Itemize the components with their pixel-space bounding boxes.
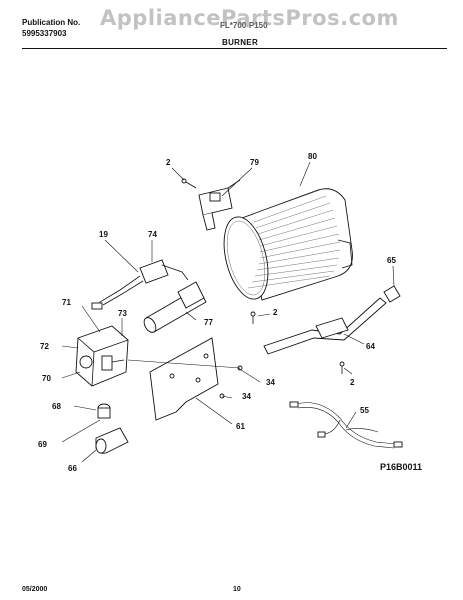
burner-bracket-drawing [149, 337, 219, 421]
callout-2: 2 [166, 158, 171, 167]
wire-harness-drawing [289, 401, 403, 449]
callout-64: 64 [366, 342, 375, 351]
igniter-drawing [91, 259, 189, 310]
publication-label: Publication No. [22, 18, 81, 27]
callout-19: 19 [99, 230, 108, 239]
footer-date: 05/2000 [22, 586, 48, 593]
callout-70: 70 [42, 374, 51, 383]
callout-71: 71 [62, 298, 71, 307]
callout-79: 79 [250, 158, 259, 167]
combustion-chamber-drawing [223, 188, 353, 301]
callout-34-lower: 34 [242, 392, 251, 401]
leader-lines [61, 161, 395, 463]
section-title: BURNER [222, 38, 259, 47]
callout-66: 66 [68, 464, 77, 473]
diagram-code: P16B0011 [380, 462, 423, 472]
publication-number: 5995337903 [22, 29, 67, 38]
callout-61: 61 [236, 422, 245, 431]
callout-74: 74 [148, 230, 157, 239]
callout-69: 69 [38, 440, 47, 449]
callout-73: 73 [118, 309, 127, 318]
callout-2-line: 2 [350, 378, 355, 387]
screws-drawing [181, 178, 345, 399]
callout-77: 77 [204, 318, 213, 327]
callout-2-screw: 2 [273, 308, 278, 317]
gas-line-drawing [263, 285, 401, 355]
watermark: AppliancePartsPros.com [100, 6, 399, 30]
fitting-drawing [95, 403, 129, 454]
header-rule [22, 48, 447, 49]
footer-page-number: 10 [233, 586, 241, 593]
callout-55: 55 [360, 406, 369, 415]
callout-34: 34 [266, 378, 275, 387]
callout-68: 68 [52, 402, 61, 411]
gas-valve-drawing [75, 325, 129, 387]
callout-65: 65 [387, 256, 396, 265]
callout-80: 80 [308, 152, 317, 161]
burner-tube-drawing [143, 281, 207, 333]
callout-72: 72 [40, 342, 49, 351]
model-text: FL*700-P150 [220, 21, 268, 30]
